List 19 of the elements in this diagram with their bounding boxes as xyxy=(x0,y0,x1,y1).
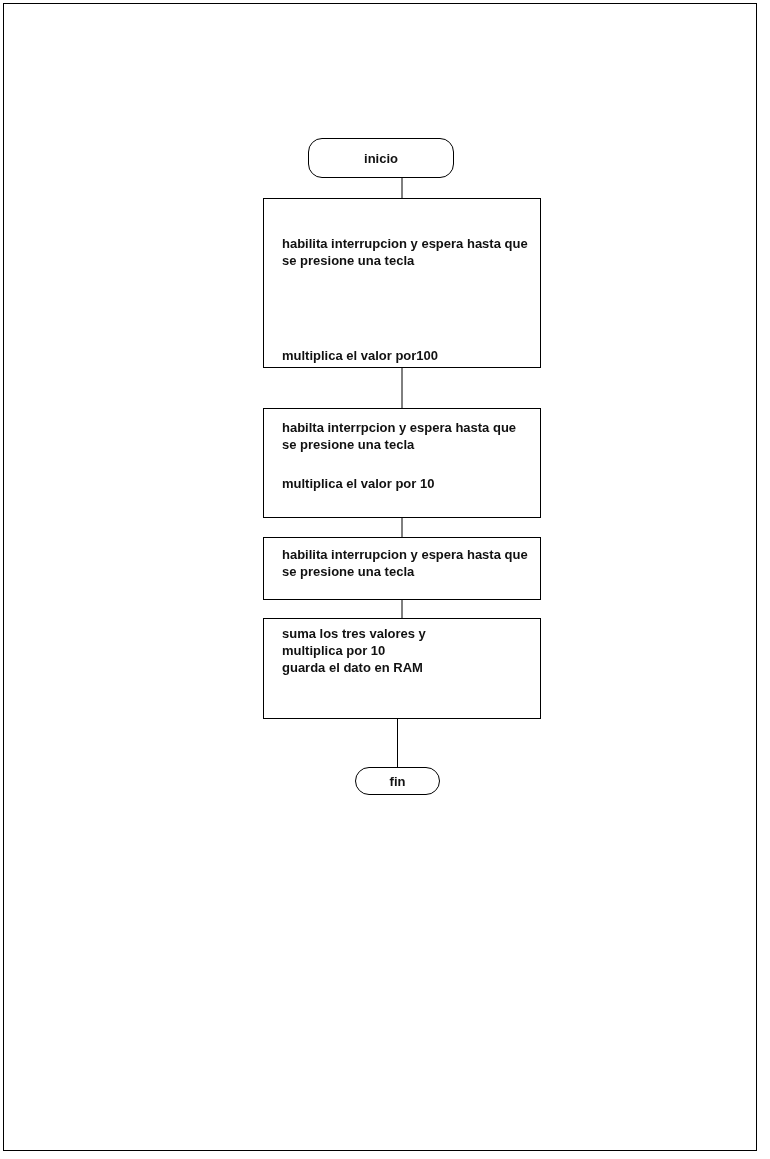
terminator-shape xyxy=(355,767,440,795)
connector-line xyxy=(401,517,403,538)
step-text: fin xyxy=(389,772,406,790)
process-box xyxy=(263,537,541,600)
connector-line xyxy=(401,599,403,619)
step-text: inicio xyxy=(364,149,398,167)
connector-line xyxy=(401,367,403,409)
step-text: habilita interrupcion y espera hasta que se presione una tecla xyxy=(282,235,529,269)
process-box xyxy=(263,618,541,719)
step-text: multiplica el valor por 10 xyxy=(282,475,436,492)
connector-line xyxy=(397,718,398,768)
process-box xyxy=(263,408,541,518)
step-text: habilta interrpcion y espera hasta que se presione una tecla xyxy=(282,419,518,453)
terminator-shape xyxy=(308,138,454,178)
connector-line xyxy=(401,177,403,199)
step-text: multiplica el valor por100 xyxy=(282,347,440,364)
process-box xyxy=(263,198,541,368)
step-text: habilita interrupcion y espera hasta que se presione una tecla xyxy=(282,546,529,580)
step-text: guarda el dato en RAM xyxy=(282,659,424,676)
